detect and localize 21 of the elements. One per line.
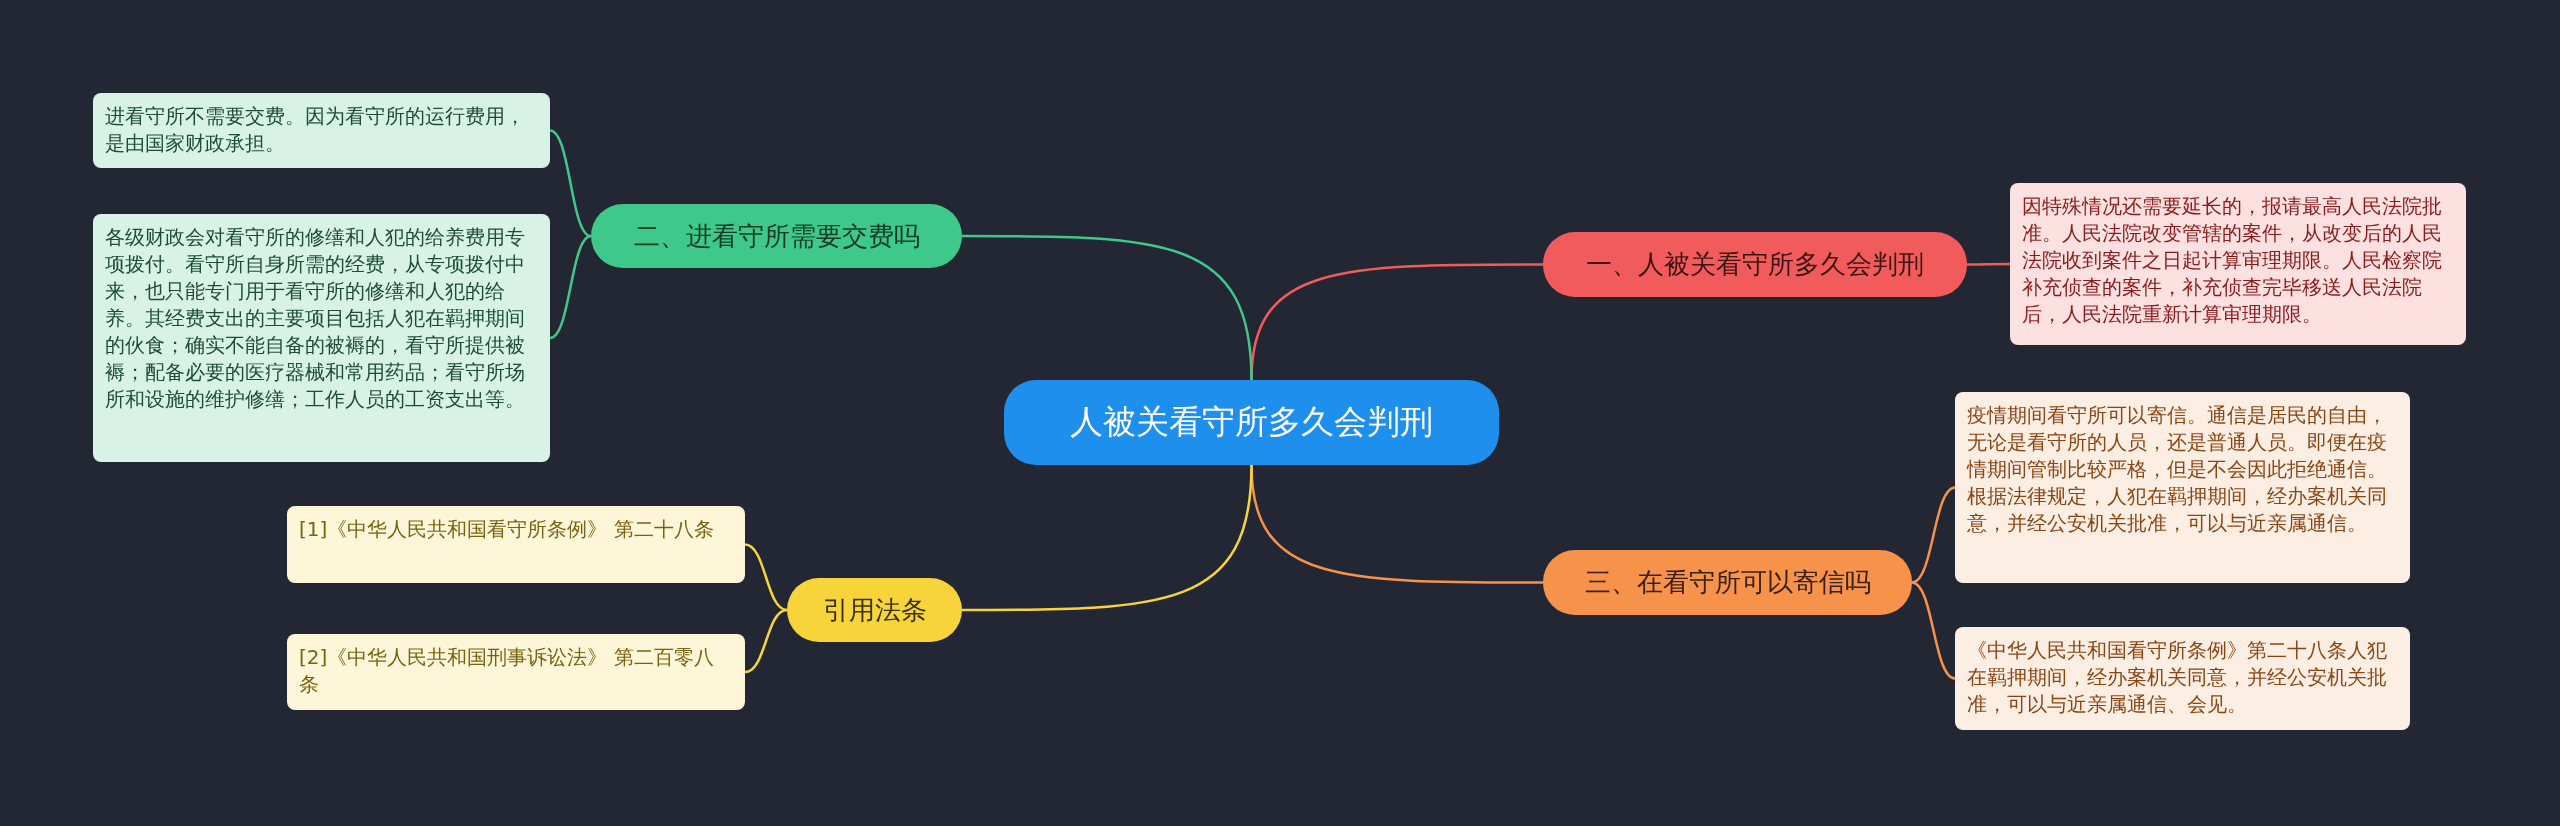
detail-box: 因特殊情况还需要延长的，报请最高人民法院批准。人民法院改变管辖的案件，从改变后的人民法院收到案件之日起计算审理期限。人民检察院补充侦查的案件，补充侦查完毕移送人民法院后，人民法院重新计算审理期限。 [2010, 183, 2466, 345]
central-topic: 人被关看守所多久会判刑 [1004, 380, 1499, 465]
detail-box: 《中华人民共和国看守所条例》第二十八条人犯在羁押期间，经办案机关同意，并经公安机关批准，可以与近亲属通信、会见。 [1955, 627, 2410, 730]
topic-box: 二、进看守所需要交费吗 [591, 204, 962, 268]
connector-line [1911, 486, 1956, 584]
connector-line [744, 608, 788, 674]
detail-box: [2]《中华人民共和国刑事诉讼法》 第二百零八条 [287, 634, 745, 710]
topic-box: 一、人被关看守所多久会判刑 [1543, 232, 1967, 297]
detail-box: 进看守所不需要交费。因为看守所的运行费用，是由国家财政承担。 [93, 93, 550, 168]
topic-box: 三、在看守所可以寄信吗 [1543, 550, 1912, 615]
connector-line [549, 129, 592, 238]
connector-line [549, 234, 592, 340]
connector-line [1911, 581, 1956, 680]
connector-line [962, 234, 1253, 381]
detail-box: 各级财政会对看守所的修缮和人犯的给养费用专项拨付。看守所自身所需的经费，从专项拨付中来，也只能专门用于看守所的修缮和人犯的给养。其经费支出的主要项目包括人犯在羁押期间的伙食；确实不能自备的被褥的，看守所提供被褥；配备必要的医疗器械和常用药品；看守所场所和设施的维护修缮；工作人员的工资支出等。 [93, 214, 550, 462]
detail-box: 疫情期间看守所可以寄信。通信是居民的自由，无论是看守所的人员，还是普通人员。即便在疫情期间管制比较严格，但是不会因此拒绝通信。根据法律规定，人犯在羁押期间，经办案机关同意，并经公安机关批准，可以与近亲属通信。 [1955, 392, 2410, 583]
topic-box: 引用法条 [787, 578, 962, 642]
connector-line [1967, 262, 2010, 266]
detail-box: [1]《中华人民共和国看守所条例》 第二十八条 [287, 506, 745, 583]
connector-line [962, 464, 1253, 612]
connector-line [744, 543, 788, 612]
